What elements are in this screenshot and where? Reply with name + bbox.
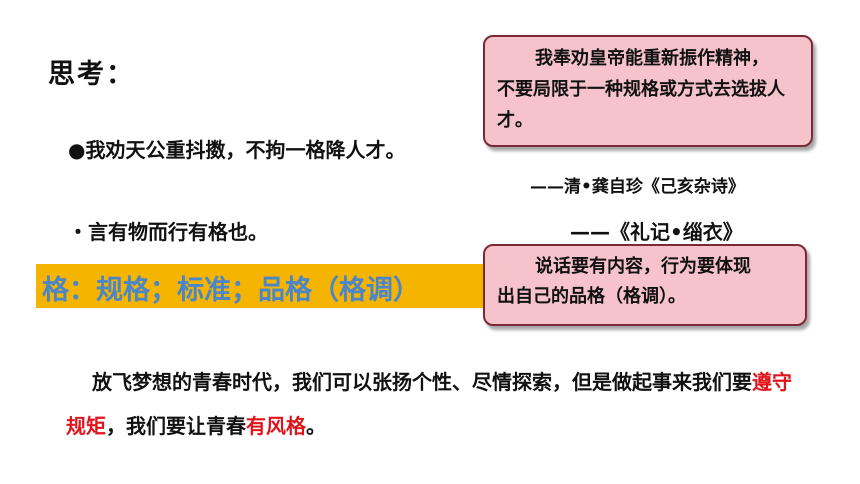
conclusion-paragraph: 放飞梦想的青春时代，我们可以张扬个性、尽情探索，但是做起事来我们要遵守规矩，我们…	[66, 360, 806, 448]
callout-1-line1: 我奉劝皇帝能重新振作精神，	[535, 48, 769, 69]
paragraph-part3: 。	[306, 414, 326, 438]
definition-highlight-bar	[36, 264, 496, 308]
paragraph-part2: ，我们要让青春	[106, 414, 246, 438]
callout-explanation-1: 我奉劝皇帝能重新振作精神， 不要局限于一种规格或方式去选拔人才。	[483, 35, 813, 147]
quote-2-text: ・言有物而行有格也。	[68, 220, 268, 244]
callout-1-rest: 不要局限于一种规格或方式去选拔人才。	[497, 79, 785, 131]
callout-2-rest: 出自己的品格（格调）。	[497, 286, 686, 307]
callout-2-line1: 说话要有内容，行为要体现	[535, 256, 751, 277]
definition-text: 格：规格；标准；品格（格调）	[42, 275, 420, 306]
paragraph-highlight-style: 有风格	[246, 414, 306, 438]
paragraph-part1: 放飞梦想的青春时代，我们可以张扬个性、尽情探索，但是做起事来我们要	[92, 370, 752, 394]
quote-2-source: ——《礼记•缁衣》	[570, 220, 743, 244]
quote-1-text: ●我劝天公重抖擞，不拘一格降人才。	[68, 138, 406, 162]
paragraph-highlight-rules: 遵守规矩	[66, 370, 792, 438]
quote-1-source: ——清•龚自珍《己亥杂诗》	[530, 177, 745, 197]
callout-explanation-2: 说话要有内容，行为要体现 出自己的品格（格调）。	[483, 244, 807, 326]
slide-title: 思考：	[48, 59, 135, 90]
